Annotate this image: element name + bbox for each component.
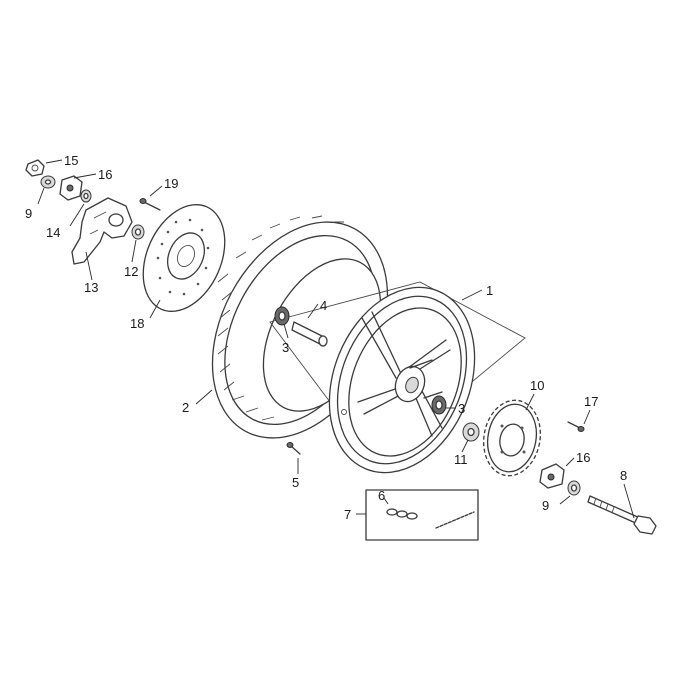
brake-disc bbox=[142, 204, 226, 312]
washer-14 bbox=[80, 189, 92, 203]
caliper-bracket bbox=[71, 197, 133, 265]
rim-assembly bbox=[269, 281, 526, 474]
callout-13: 13 bbox=[84, 280, 98, 295]
callout-6: 6 bbox=[378, 488, 385, 503]
callout-15-top: 15 bbox=[64, 153, 78, 168]
callout-19: 19 bbox=[164, 176, 178, 191]
slider-block-16-right bbox=[539, 463, 565, 489]
callout-11: 11 bbox=[454, 452, 468, 467]
callout-7: 7 bbox=[344, 507, 351, 522]
disc-bolt-19 bbox=[139, 198, 161, 211]
callout-18: 18 bbox=[130, 316, 144, 331]
callout-10: 10 bbox=[530, 378, 544, 393]
valve-bolt-5 bbox=[286, 442, 301, 455]
sprocket bbox=[482, 399, 542, 477]
slider-block-16-left bbox=[59, 175, 83, 201]
callout-8: 8 bbox=[620, 468, 627, 483]
washer-9-right bbox=[567, 480, 581, 496]
callout-17: 17 bbox=[584, 394, 598, 409]
callout-2: 2 bbox=[182, 400, 189, 415]
callout-9-left: 9 bbox=[25, 206, 32, 221]
chain-kit bbox=[365, 489, 479, 541]
callout-4: 4 bbox=[320, 298, 327, 313]
spacer-12 bbox=[131, 224, 145, 240]
callout-5: 5 bbox=[292, 475, 299, 490]
callout-9-right: 9 bbox=[542, 498, 549, 513]
callout-14: 14 bbox=[46, 225, 60, 240]
leader-lines bbox=[37, 159, 635, 519]
nut-15 bbox=[25, 159, 45, 177]
sprocket-carrier-11 bbox=[462, 422, 480, 442]
callout-12: 12 bbox=[124, 264, 138, 279]
rear-axle-8 bbox=[587, 495, 657, 535]
callout-3-right: 3 bbox=[458, 401, 465, 416]
axle-spacer-and-bearings bbox=[274, 306, 447, 415]
sprocket-bolt-17 bbox=[567, 421, 585, 432]
callouts: 15 16 19 9 14 12 13 18 4 3 1 2 3 10 17 1… bbox=[25, 153, 627, 522]
callout-16-right: 16 bbox=[576, 450, 590, 465]
callout-16-top: 16 bbox=[98, 167, 112, 182]
callout-1: 1 bbox=[486, 283, 493, 298]
callout-3-left: 3 bbox=[282, 340, 289, 355]
washer-9-left bbox=[40, 175, 56, 189]
